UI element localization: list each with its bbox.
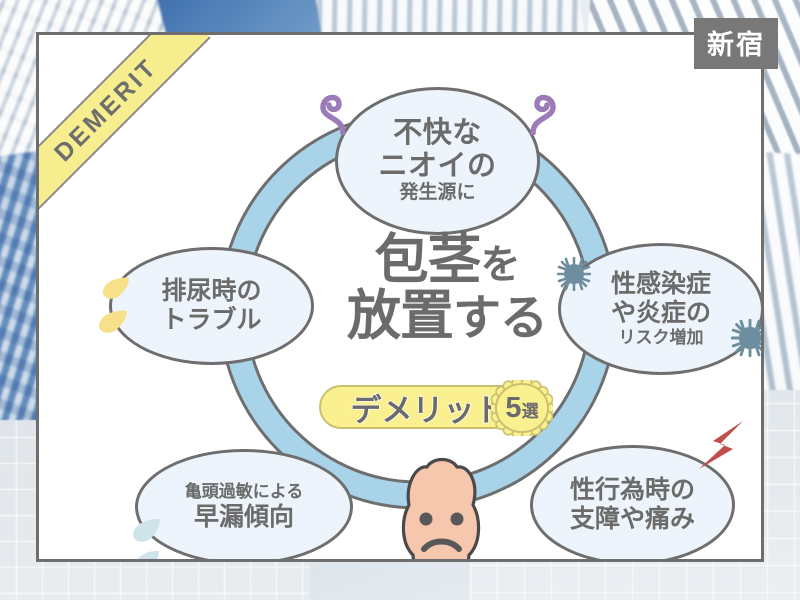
mascot-eye-right [450,512,464,526]
bubble-urine-line2: トラブル [161,306,262,334]
bubble-odor-line1: 不快な [393,117,482,150]
title-line1-particle: を [480,243,521,287]
bubble-odor-line2: ニオイの [378,149,497,182]
bubble-odor-line3: 発生源に [399,182,476,204]
poster-title: 包茎を 放置する [297,233,597,343]
count-unit: 選 [521,401,539,421]
sweat-drop-icon [137,550,159,559]
bubble-premature-line2: 早漏傾向 [193,502,294,531]
starburst-shape [491,380,553,436]
swirl-icon [320,94,346,135]
droplet-icon [103,277,129,299]
count-text: 5 選 [505,392,538,425]
mascot-eye-left [419,512,433,526]
demerit-ribbon-label: DEMERIT [48,52,163,167]
bubble-odor[interactable]: 不快な ニオイの 発生源に [335,87,540,235]
poster-card: DEMERIT 包茎を 放置する デメリット [36,32,764,562]
bubble-urine-line1: 排尿時の [161,277,262,306]
mascot-character [401,457,481,559]
bubble-std-line1: 性感染症 [610,270,711,299]
sweat-drop-icon [133,518,160,542]
germ-icon [731,319,761,357]
subtitle-pill-label: デメリット [350,392,507,429]
swirl-icon [530,94,556,135]
count-number: 5 [505,391,522,424]
bubble-std-line2: や炎症の [610,298,711,327]
droplet-icon [99,310,127,333]
bubble-urine[interactable]: 排尿時の トラブル [109,247,314,365]
title-line1-main: 包茎 [374,230,482,290]
bubble-std-line3: リスク増加 [618,327,704,347]
location-badge-label: 新宿 [707,30,765,60]
location-badge: 新宿 [694,18,778,69]
title-line2-suffix: する [452,292,548,345]
title-line2-main: 放置 [346,286,454,346]
lightning-bolt-icon [699,421,743,469]
count-starburst-badge: 5 選 [491,380,553,436]
mascot-mouth [421,538,462,552]
bubble-premature[interactable]: 亀頭過敏による 早漏傾向 [135,449,353,559]
bubble-pain-line1: 性行為時の [569,476,695,505]
bubble-premature-line1: 亀頭過敏による [184,482,304,502]
bubble-pain[interactable]: 性行為時の 支障や痛み [530,445,735,559]
germ-icon [557,257,591,291]
bubble-pain-line2: 支障や痛み [569,505,695,533]
bubble-std[interactable]: 性感染症 や炎症の リスク増加 [558,243,761,375]
